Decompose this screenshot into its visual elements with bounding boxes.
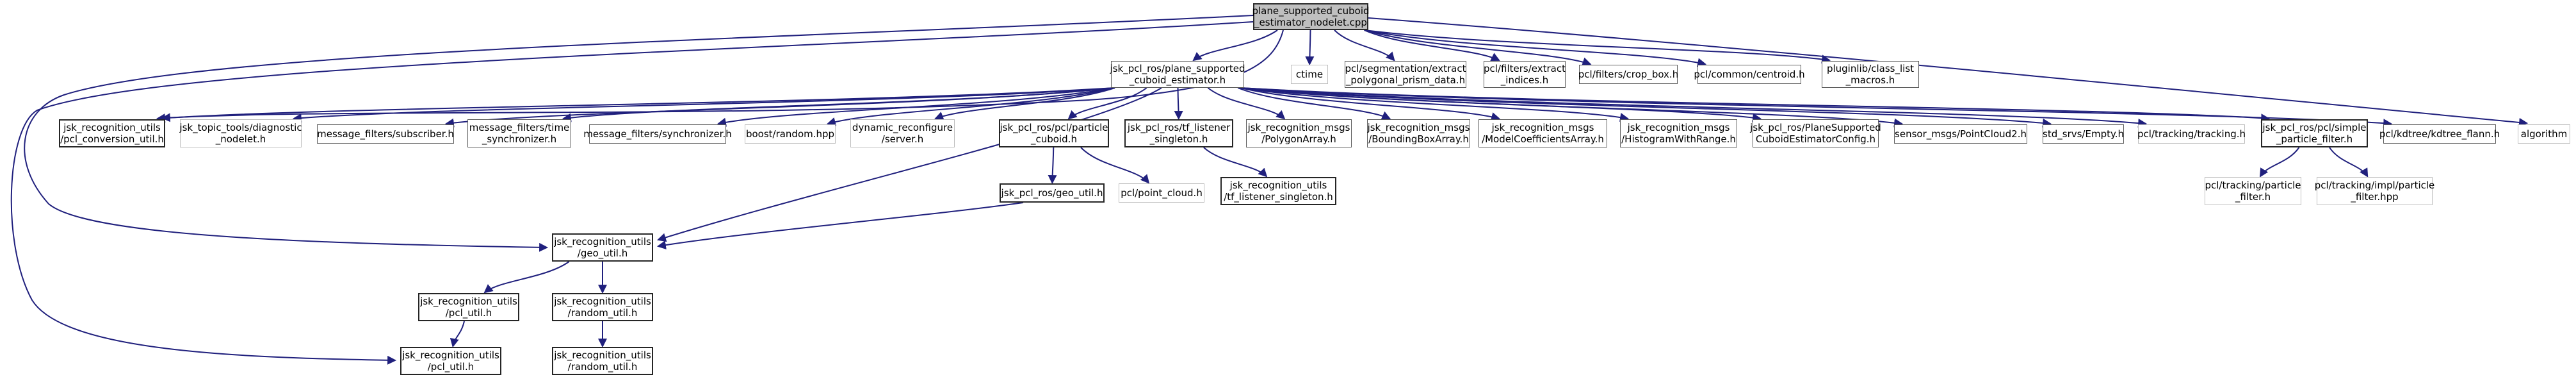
edge-est_h-bbox_array <box>1237 87 1391 120</box>
edge-particle_cuboid-geo4 <box>1048 147 1057 185</box>
node-crop_box[interactable]: pcl/filters/crop_box.h <box>1578 65 1678 84</box>
node-class_list[interactable]: pluginlib/class_list _macros.h <box>1822 61 1919 88</box>
node-pcl7[interactable]: jsk_recognition_utils /pcl_util.h <box>400 347 501 375</box>
edge-est_h-dyn_reconf <box>934 87 1115 121</box>
edge-geo5-pcl6 <box>483 261 570 294</box>
node-tf_listener4[interactable]: jsk_recognition_utils /tf_listener_singl… <box>1220 177 1336 205</box>
node-geo5[interactable]: jsk_recognition_utils /geo_util.h <box>552 233 653 262</box>
edge-main-algorithm <box>1368 17 2529 127</box>
edge-est_h-boost_random <box>826 87 1115 126</box>
node-kdtree[interactable]: pcl/kdtree/kdtree_flann.h <box>2379 124 2500 144</box>
edge-pcl6-pcl7 <box>450 321 465 348</box>
node-ctime[interactable]: ctime <box>1291 65 1328 84</box>
node-tf_listener3[interactable]: jsk_pcl_ros/tf_listener _singleton.h <box>1124 119 1233 147</box>
node-empty[interactable]: std_srvs/Empty.h <box>2043 124 2124 144</box>
node-pf_hpp[interactable]: pcl/tracking/impl/particle _filter.hpp <box>2315 177 2434 205</box>
edge-est_h-kdtree <box>1240 87 2393 128</box>
edge-main-est_h <box>1192 29 1278 62</box>
edge-est_h-tf_listener3 <box>1174 87 1183 121</box>
edge-main-crop_box <box>1364 29 1592 66</box>
node-polygon_array[interactable]: jsk_recognition_msgs /PolygonArray.h <box>1246 119 1352 147</box>
node-subscriber[interactable]: message_filters/subscriber.h <box>317 124 454 144</box>
edge-est_h-particle_cuboid <box>1067 87 1147 120</box>
node-main[interactable]: plane_supported_cuboid _estimator_nodele… <box>1252 3 1370 30</box>
node-time_sync[interactable]: message_filters/time _synchronizer.h <box>467 119 571 147</box>
edge-est_h-model_coeff <box>1240 87 1501 121</box>
node-pcl_conversion[interactable]: jsk_recognition_utils /pcl_conversion_ut… <box>59 119 165 147</box>
edge-particle_cuboid-point_cloud <box>1080 147 1150 184</box>
edge-spf-pf_h <box>2259 147 2300 178</box>
node-diagnostic[interactable]: jsk_topic_tools/diagnostic _nodelet.h <box>179 119 302 147</box>
node-synchronizer[interactable]: message_filters/synchronizer.h <box>583 124 732 144</box>
node-centroid[interactable]: pcl/common/centroid.h <box>1694 65 1805 84</box>
node-algorithm[interactable]: algorithm <box>2518 124 2570 144</box>
node-prism[interactable]: pcl/segmentation/extract _polygonal_pris… <box>1345 61 1466 88</box>
node-pointcloud2[interactable]: sensor_msgs/PointCloud2.h <box>1894 124 2027 144</box>
node-pf_h[interactable]: pcl/tracking/particle _filter.h <box>2205 177 2301 205</box>
node-histogram[interactable]: jsk_recognition_msgs /HistogramWithRange… <box>1620 119 1737 147</box>
edge-est_h-pcl_conversion <box>156 87 1115 123</box>
node-config[interactable]: jsk_pcl_ros/PlaneSupported CuboidEstimat… <box>1750 119 1881 147</box>
edge-main-centroid <box>1364 29 1707 67</box>
edge-est_h-empty <box>1240 87 2052 128</box>
node-particle_cuboid[interactable]: jsk_pcl_ros/pcl/particle _cuboid.h <box>999 119 1109 147</box>
node-rand6[interactable]: jsk_recognition_utils /random_util.h <box>552 293 653 321</box>
edge-main-geo5 <box>24 15 1254 252</box>
node-model_coeff[interactable]: jsk_recognition_msgs /ModelCoefficientsA… <box>1478 119 1607 147</box>
edge-spf-pf_hpp <box>2329 147 2369 178</box>
edge-est_h-pointcloud2 <box>1240 87 1904 128</box>
node-geo4[interactable]: jsk_pcl_ros/geo_util.h <box>1000 183 1105 203</box>
edge-geo4-geo5 <box>656 202 1024 250</box>
node-extract_indices[interactable]: pcl/filters/extract _indices.h <box>1484 61 1566 88</box>
node-pcl6[interactable]: jsk_recognition_utils /pcl_util.h <box>418 293 519 321</box>
edge-est_h-geo5 <box>656 87 1162 242</box>
node-spf[interactable]: jsk_pcl_ros/pcl/simple _particle_filter.… <box>2261 119 2368 147</box>
node-bbox_array[interactable]: jsk_recognition_msgs /BoundingBoxArray.h <box>1367 119 1470 147</box>
node-tracking[interactable]: pcl/tracking/tracking.h <box>2137 124 2246 144</box>
node-dyn_reconf[interactable]: dynamic_reconfigure /server.h <box>850 119 955 147</box>
node-point_cloud[interactable]: pcl/point_cloud.h <box>1119 183 1204 203</box>
edge-est_h-tracking <box>1240 87 2148 128</box>
edge-tf_listener3-tf_listener4 <box>1203 147 1268 178</box>
edge-main-ctime <box>1305 29 1315 66</box>
edge-est_h-diagnostic <box>292 87 1115 122</box>
edge-est_h-synchronizer <box>717 87 1115 127</box>
edge-main-pcl7 <box>10 21 1254 365</box>
edge-main-prism <box>1334 29 1395 62</box>
edge-main-class_list <box>1364 29 1831 64</box>
edge-est_h-polygon_array <box>1207 87 1286 120</box>
edge-main-extract_indices <box>1364 29 1500 61</box>
node-boost_random[interactable]: boost/random.hpp <box>745 124 836 144</box>
node-est_h[interactable]: jsk_pcl_ros/plane_supported _cuboid_esti… <box>1110 61 1245 88</box>
edge-est_h-histogram <box>1240 87 1630 122</box>
node-rand7[interactable]: jsk_recognition_utils /random_util.h <box>552 347 653 375</box>
edge-est_h-time_sync <box>562 87 1115 122</box>
